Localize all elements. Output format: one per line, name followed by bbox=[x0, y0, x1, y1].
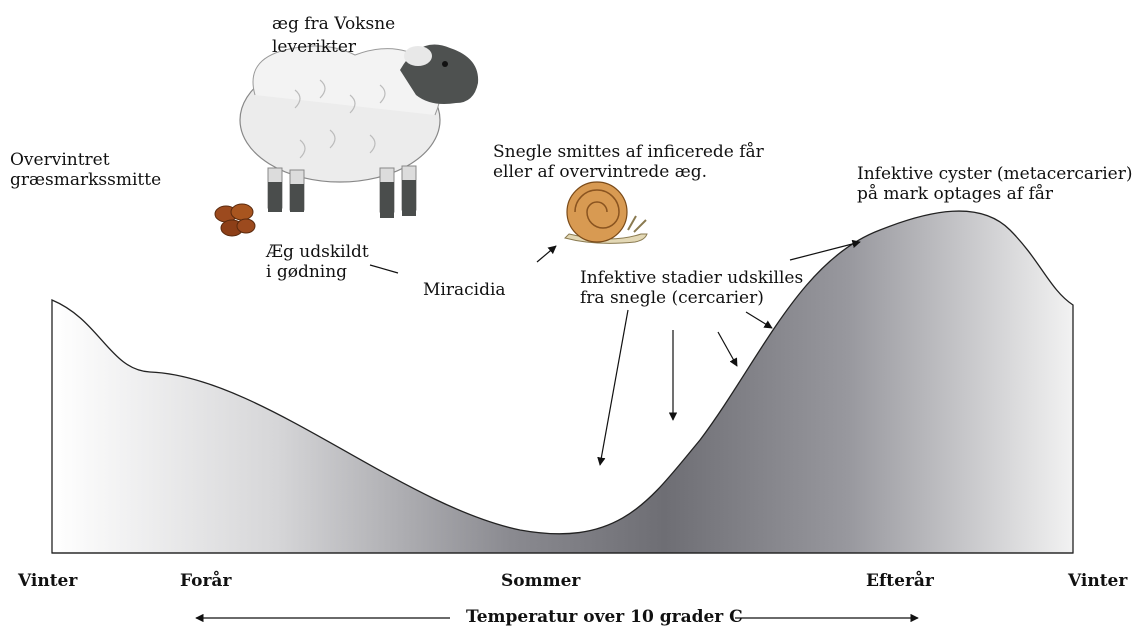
snail-icon bbox=[565, 182, 647, 243]
eggs-in-dung-label: Æg udskildt i gødning bbox=[266, 242, 369, 282]
season-winter-end: Vinter bbox=[1068, 571, 1127, 591]
arrow-cercariae-1 bbox=[600, 310, 628, 465]
metacercariae-label: Infektive cyster (metacercarier) på mark… bbox=[857, 164, 1132, 204]
season-summer: Sommer bbox=[501, 571, 580, 591]
overwintered-label: Overvintret græsmarkssmitte bbox=[10, 150, 161, 190]
arrow-cercariae-4 bbox=[746, 312, 772, 328]
cercariae-label: Infektive stadier udskilles fra snegle (… bbox=[580, 268, 803, 308]
infection-curve bbox=[52, 211, 1073, 553]
arrow-dung-to-miracidia bbox=[370, 265, 398, 273]
season-winter-start: Vinter bbox=[18, 571, 77, 591]
arrow-cercariae-3 bbox=[718, 332, 737, 366]
temperature-label: Temperatur over 10 grader C bbox=[466, 607, 743, 627]
sheep-icon bbox=[240, 44, 478, 218]
dung-icon bbox=[215, 204, 255, 236]
season-spring: Forår bbox=[180, 571, 231, 591]
miracidia-label: Miracidia bbox=[423, 280, 506, 300]
sheep-eggs-label: æg fra Voksne leverikter bbox=[272, 14, 395, 57]
arrow-miracidia-to-snail bbox=[537, 246, 556, 262]
snail-infected-label: Snegle smittes af inficerede får eller a… bbox=[493, 142, 764, 182]
season-autumn: Efterår bbox=[866, 571, 934, 591]
